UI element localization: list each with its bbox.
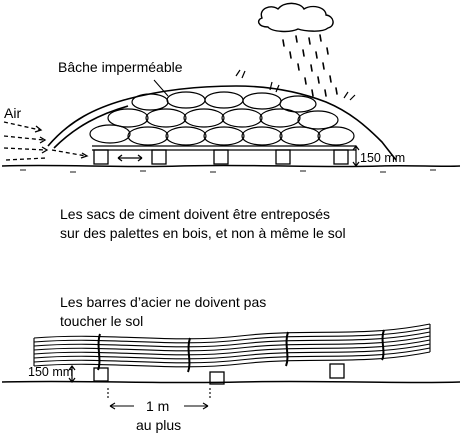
air-label: Air	[4, 105, 22, 121]
spacing-qualifier-label: au plus	[136, 417, 182, 433]
tarp	[47, 85, 397, 161]
top-caption: Les sacs de ciment doivent être entrepos…	[60, 205, 346, 243]
cement-bag-stack	[89, 91, 355, 146]
top-caption-line-1: Les sacs de ciment doivent être entrepos…	[60, 206, 331, 222]
clearance-marker-top	[352, 145, 360, 167]
bottom-caption-line-1: Les barres d’acier ne doivent pas	[60, 294, 267, 310]
clearance-marker-bottom	[68, 365, 76, 383]
ground-line-top	[1, 164, 461, 168]
clearance-label-bottom: 150 mm	[28, 365, 74, 379]
support-blocks	[93, 363, 345, 385]
clearance-label-top: 150 mm	[360, 151, 406, 165]
ground-line-bottom	[1, 380, 461, 384]
top-caption-line-2: sur des palettes en bois, et non à même …	[60, 225, 346, 241]
bottom-caption: Les barres d’acier ne doivent pas touche…	[60, 293, 266, 331]
air-flow-arrows	[3, 121, 87, 161]
spacing-dimension	[107, 388, 211, 410]
wooden-pallet	[92, 145, 356, 165]
tarp-leader	[153, 79, 169, 97]
rain-drops	[282, 34, 338, 97]
rain-cloud	[257, 2, 334, 33]
spacing-value-label: 1 m	[146, 398, 170, 414]
air-arrowheads	[34, 125, 89, 159]
bottom-caption-line-2: toucher le sol	[60, 313, 144, 329]
tarp-label: Bâche imperméable	[58, 59, 183, 75]
ground-texture-top	[20, 169, 436, 173]
